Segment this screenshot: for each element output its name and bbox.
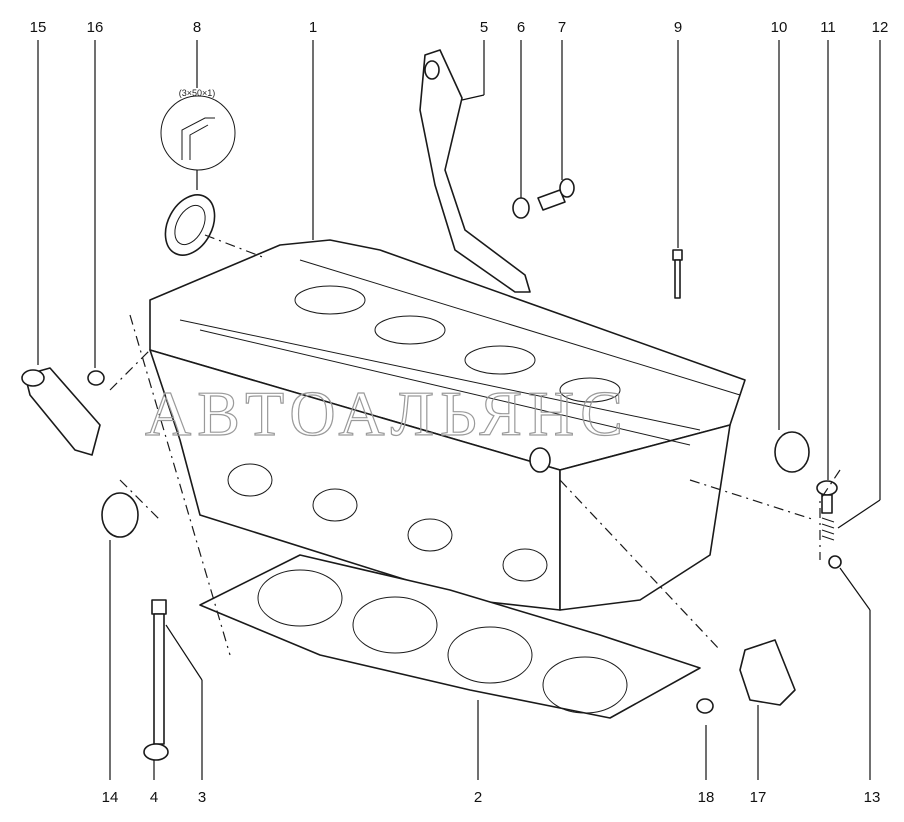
cylinder-head (149, 239, 746, 611)
small-bolt (672, 249, 683, 299)
sensor-17 (696, 639, 796, 714)
oil-seal: (3×50×1) (160, 88, 236, 256)
callout-15: 15 (30, 19, 47, 36)
callout-12: 12 (872, 19, 889, 36)
callout-numbers: 15 16 8 1 5 6 7 9 10 11 12 14 4 3 2 18 1… (30, 19, 889, 806)
callout-10: 10 (771, 19, 788, 36)
assembly-lines (109, 234, 841, 656)
callout-14: 14 (102, 789, 119, 806)
plug-10 (774, 431, 810, 473)
callout-2: 2 (474, 789, 482, 806)
callout-11: 11 (820, 19, 836, 36)
relief-valve (816, 480, 842, 569)
callout-7: 7 (558, 19, 566, 36)
callout-5: 5 (480, 19, 488, 36)
head-gasket (199, 554, 701, 719)
plug-14 (101, 492, 139, 538)
callout-6: 6 (517, 19, 525, 36)
callout-9: 9 (674, 19, 682, 36)
callout-3: 3 (198, 789, 206, 806)
leader-lines (37, 40, 881, 780)
detail-note: (3×50×1) (179, 88, 216, 98)
callout-18: 18 (698, 789, 715, 806)
callout-17: 17 (750, 789, 767, 806)
callout-1: 1 (309, 19, 317, 36)
watermark-text: АВТОАЛЬЯНС (145, 378, 629, 449)
callout-8: 8 (193, 19, 201, 36)
callout-16: 16 (87, 19, 104, 36)
washer-and-bolt (512, 178, 575, 219)
head-bolt (143, 599, 169, 761)
sensor-and-plug (21, 367, 105, 456)
callout-13: 13 (864, 789, 881, 806)
lifting-bracket (419, 49, 531, 293)
callout-4: 4 (150, 789, 158, 806)
